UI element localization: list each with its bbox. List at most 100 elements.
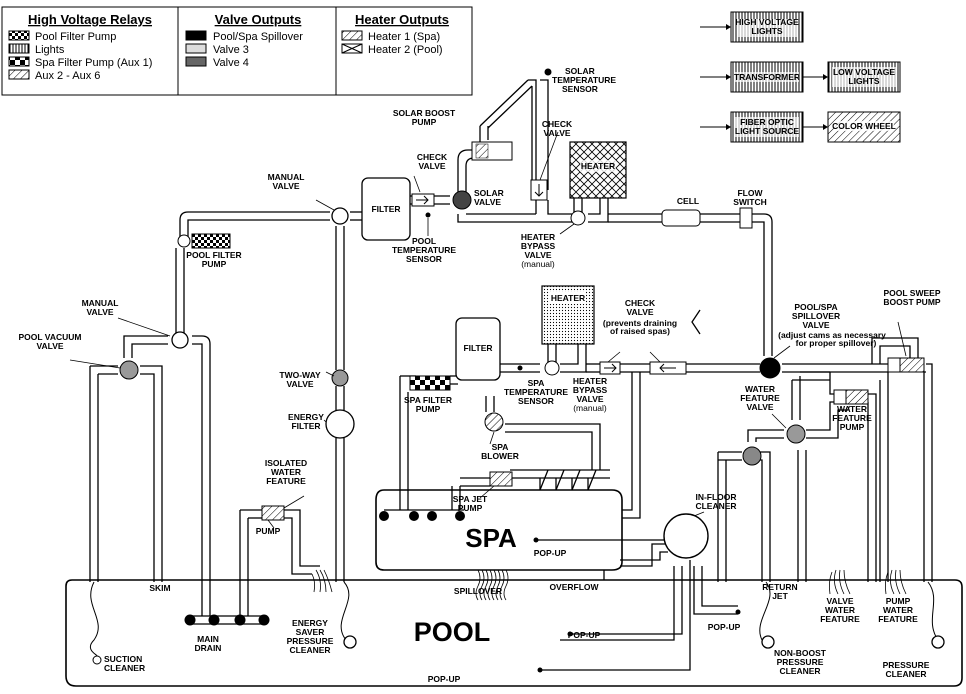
legend-swatch-valve4	[185, 56, 207, 67]
label-skim: SKIM	[149, 583, 170, 593]
spa-blower	[484, 412, 504, 432]
spillover-valve	[759, 357, 781, 379]
solar-temp-sensor-dot	[544, 68, 552, 76]
label-pop-up-3: POP-UP	[428, 674, 461, 684]
water-feature-sprays	[311, 569, 907, 595]
pool-temp-sensor-dot	[425, 212, 431, 218]
legend-swatch-spillover	[185, 30, 207, 41]
manual-valve-top	[331, 207, 349, 225]
legend-title-high-voltage: High Voltage Relays	[28, 12, 152, 27]
flow-switch	[739, 207, 753, 229]
legend-item: Valve 3	[213, 44, 249, 56]
legend-item: Aux 2 - Aux 6	[35, 70, 100, 82]
legend-item: Valve 4	[213, 57, 249, 69]
label-pump: PUMP	[256, 526, 281, 536]
pool-filter-pump	[191, 233, 231, 249]
heater-bypass-valve-spa	[544, 360, 560, 376]
legend-swatch-aux	[8, 69, 30, 80]
legend-item: Heater 2 (Pool)	[368, 44, 443, 56]
color-wheel-label: COLOR WHEEL	[832, 121, 896, 131]
heater-bypass-valve-top	[570, 210, 586, 226]
cell	[661, 209, 701, 227]
label-pop-up-spa: POP-UP	[534, 548, 567, 558]
valve-lower	[742, 446, 762, 466]
legend-swatch-valve3	[185, 43, 207, 54]
water-feature-pump	[845, 389, 869, 405]
label-pop-up-2: POP-UP	[708, 622, 741, 632]
pipe-network	[89, 79, 933, 671]
pool-filter-label: FILTER	[371, 204, 400, 214]
energy-filter	[325, 409, 355, 439]
pool-label: POOL	[414, 617, 491, 647]
cleaner-hoses	[89, 581, 939, 657]
spillover-waves	[475, 569, 509, 601]
label-cell: CELL	[677, 196, 699, 206]
manual-valve-left	[171, 331, 189, 349]
heater-spa-label: HEATER	[551, 293, 585, 303]
legend-swatch-lights	[8, 43, 30, 54]
isolated-pump	[261, 505, 285, 521]
legend-swatch-spa-filter-pump	[8, 56, 30, 67]
spa-filter-pump	[409, 375, 451, 391]
leader-lines	[69, 131, 907, 529]
equipment: FILTER HEATER	[92, 68, 945, 673]
pool-vacuum-valve	[119, 360, 139, 380]
legend-item: Pool Filter Pump	[35, 31, 116, 43]
water-feature-valve	[786, 424, 806, 444]
label-overflow: OVERFLOW	[549, 582, 599, 592]
label-pop-up-1: POP-UP	[568, 630, 601, 640]
heater-pool-label: HEATER	[581, 161, 615, 171]
legend-title-valve-outputs: Valve Outputs	[215, 12, 302, 27]
transformer-label: TRANSFORMER	[734, 72, 800, 82]
spa-jet-pump	[489, 471, 513, 487]
solar-valve	[452, 190, 472, 210]
label-spillover: SPILLOVER	[454, 586, 502, 596]
legend-swatch-pool-filter-pump	[8, 30, 30, 41]
legend-item: Lights	[35, 44, 65, 56]
legend: High Voltage Relays Pool Filter Pump Lig…	[1, 6, 473, 96]
spa-filter-label: FILTER	[463, 343, 492, 353]
legend-item: Pool/Spa Spillover	[213, 31, 303, 43]
two-way-valve	[331, 369, 349, 387]
legend-item: Heater 1 (Spa)	[368, 31, 440, 43]
